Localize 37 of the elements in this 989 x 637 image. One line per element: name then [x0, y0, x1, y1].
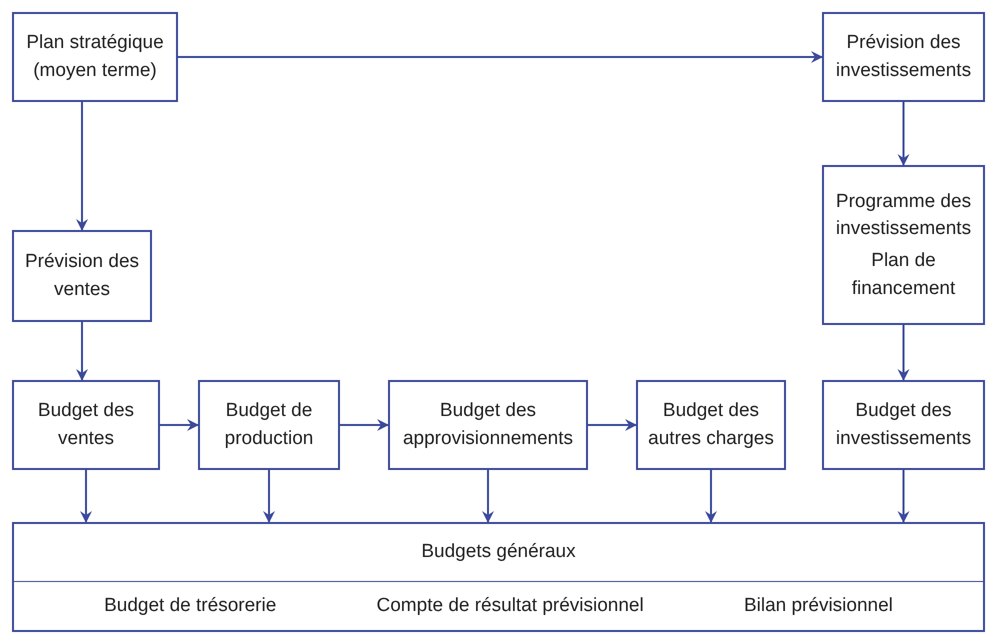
arrow	[178, 51, 823, 63]
box-text: Budget des approvisionnements	[402, 399, 574, 451]
box-heading: Budgets généraux	[421, 540, 576, 564]
process-box	[822, 380, 985, 470]
box-text: Prévision des ventes	[24, 250, 140, 302]
arrow	[263, 470, 275, 523]
process-box	[636, 380, 786, 470]
box-text: Compte de résultat prévisionnel	[376, 594, 644, 618]
process-box	[198, 380, 340, 470]
arrow	[80, 470, 92, 523]
arrow	[705, 470, 717, 523]
arrow	[76, 322, 88, 381]
box-text: Budget de production	[224, 399, 314, 451]
process-box	[12, 230, 152, 322]
box-text: Budget des investissements	[834, 399, 972, 451]
box-text: Plan de financement	[850, 249, 956, 301]
arrow	[76, 102, 88, 231]
process-box	[822, 165, 985, 325]
arrow	[898, 102, 910, 166]
box-text: Budget des ventes	[36, 399, 136, 451]
arrow	[898, 325, 910, 381]
process-box	[822, 12, 985, 102]
box-text: Prévision des investissements	[834, 31, 972, 83]
arrow	[898, 470, 910, 523]
arrow	[482, 470, 494, 523]
arrow	[340, 419, 389, 431]
summary-box	[12, 522, 985, 632]
box-text: Programme des investissements	[834, 190, 972, 242]
process-box	[12, 12, 178, 102]
box-text: Plan stratégique (moyen terme)	[25, 31, 165, 83]
box-text: Budget de trésorerie	[104, 594, 276, 618]
box-text: Budget des autres charges	[647, 399, 775, 451]
arrow	[588, 419, 637, 431]
process-box	[12, 380, 160, 470]
process-box	[388, 380, 588, 470]
box-text: Bilan prévisionnel	[744, 594, 893, 618]
arrow	[160, 419, 199, 431]
